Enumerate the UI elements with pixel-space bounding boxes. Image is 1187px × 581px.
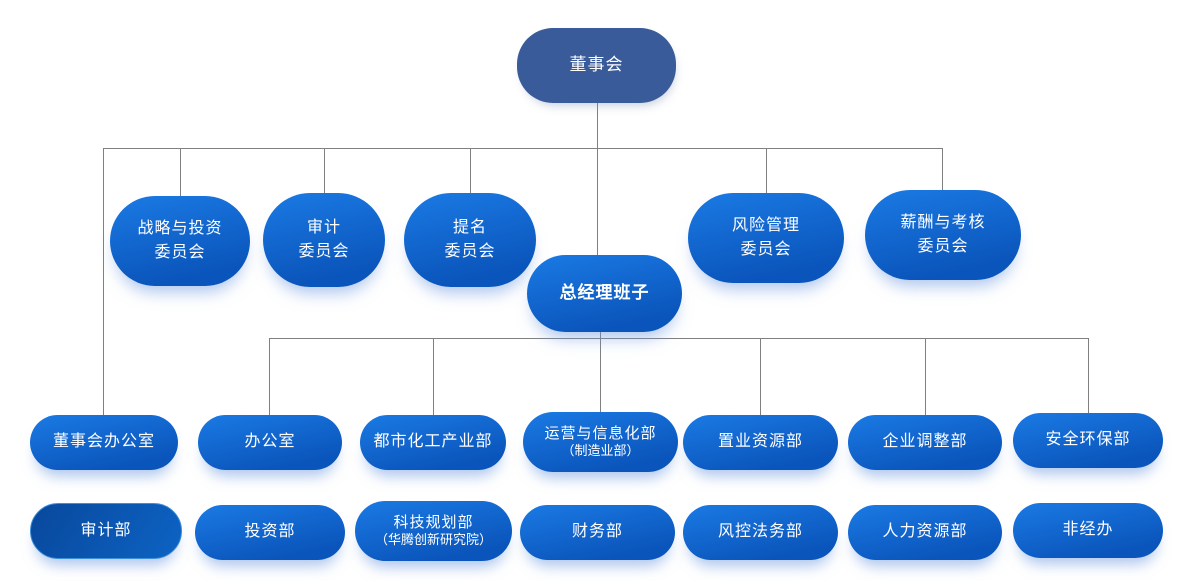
node-dept-non-operating-office: 非经办 bbox=[1013, 503, 1163, 558]
node-dept-operations-informatization: 运营与信息化部 （制造业部） bbox=[523, 412, 678, 472]
node-dept-technology-planning: 科技规划部 （华腾创新研究院） bbox=[355, 501, 512, 561]
committee-label-line1: 风险管理 bbox=[731, 217, 800, 234]
dept-label: 人力资源部 bbox=[882, 523, 968, 541]
node-general-manager-team: 总经理班子 bbox=[527, 255, 682, 332]
dept-label: 投资部 bbox=[244, 523, 296, 541]
node-board: 董事会 bbox=[517, 28, 676, 103]
node-dept-urban-chemical-industry: 都市化工产业部 bbox=[360, 415, 506, 470]
committee-label-line1: 战略与投资 bbox=[137, 220, 223, 237]
committee-label-line1: 薪酬与考核 bbox=[900, 214, 986, 231]
node-committee-risk-management: 风险管理 委员会 bbox=[688, 193, 844, 283]
dept-label: 企业调整部 bbox=[882, 433, 968, 451]
dept-label: 科技规划部 bbox=[393, 513, 474, 531]
committee-label-line2: 委员会 bbox=[444, 243, 496, 260]
dept-label: 置业资源部 bbox=[717, 433, 803, 451]
node-committee-audit: 审计 委员会 bbox=[263, 193, 385, 287]
node-dept-audit: 审计部 bbox=[30, 503, 182, 559]
node-dept-finance: 财务部 bbox=[520, 505, 675, 560]
dept-label: 董事会办公室 bbox=[52, 433, 155, 451]
node-dept-realty-resources: 置业资源部 bbox=[683, 415, 838, 470]
node-dept-investment: 投资部 bbox=[195, 505, 345, 560]
dept-sublabel: （制造业部） bbox=[561, 443, 640, 459]
dept-label: 安全环保部 bbox=[1045, 431, 1131, 449]
dept-sublabel: （华腾创新研究院） bbox=[374, 532, 492, 548]
node-committee-nomination: 提名 委员会 bbox=[404, 193, 536, 287]
node-board-label: 董事会 bbox=[569, 55, 624, 75]
dept-label: 非经办 bbox=[1062, 521, 1114, 539]
dept-label: 风控法务部 bbox=[717, 523, 803, 541]
node-dept-human-resources: 人力资源部 bbox=[848, 505, 1002, 560]
node-dept-risk-legal: 风控法务部 bbox=[683, 505, 838, 560]
committee-label-line2: 委员会 bbox=[298, 243, 350, 260]
committee-label-line2: 委员会 bbox=[740, 241, 792, 258]
dept-label: 办公室 bbox=[244, 433, 296, 451]
committee-label-line2: 委员会 bbox=[154, 244, 206, 261]
node-committee-compensation-assessment: 薪酬与考核 委员会 bbox=[865, 190, 1021, 280]
node-dept-board-office: 董事会办公室 bbox=[30, 415, 178, 470]
node-dept-office: 办公室 bbox=[198, 415, 342, 470]
node-gm-label: 总经理班子 bbox=[559, 283, 650, 303]
node-dept-enterprise-adjustment: 企业调整部 bbox=[848, 415, 1002, 470]
committee-label-line1: 审计 bbox=[306, 219, 341, 236]
dept-label: 财务部 bbox=[571, 523, 623, 541]
dept-label: 审计部 bbox=[80, 521, 132, 539]
dept-label: 都市化工产业部 bbox=[373, 433, 493, 451]
committee-label-line2: 委员会 bbox=[917, 238, 969, 255]
node-dept-safety-environment: 安全环保部 bbox=[1013, 413, 1163, 468]
committee-label-line1: 提名 bbox=[452, 219, 487, 236]
node-committee-strategy-investment: 战略与投资 委员会 bbox=[110, 196, 250, 286]
dept-label: 运营与信息化部 bbox=[544, 424, 657, 442]
